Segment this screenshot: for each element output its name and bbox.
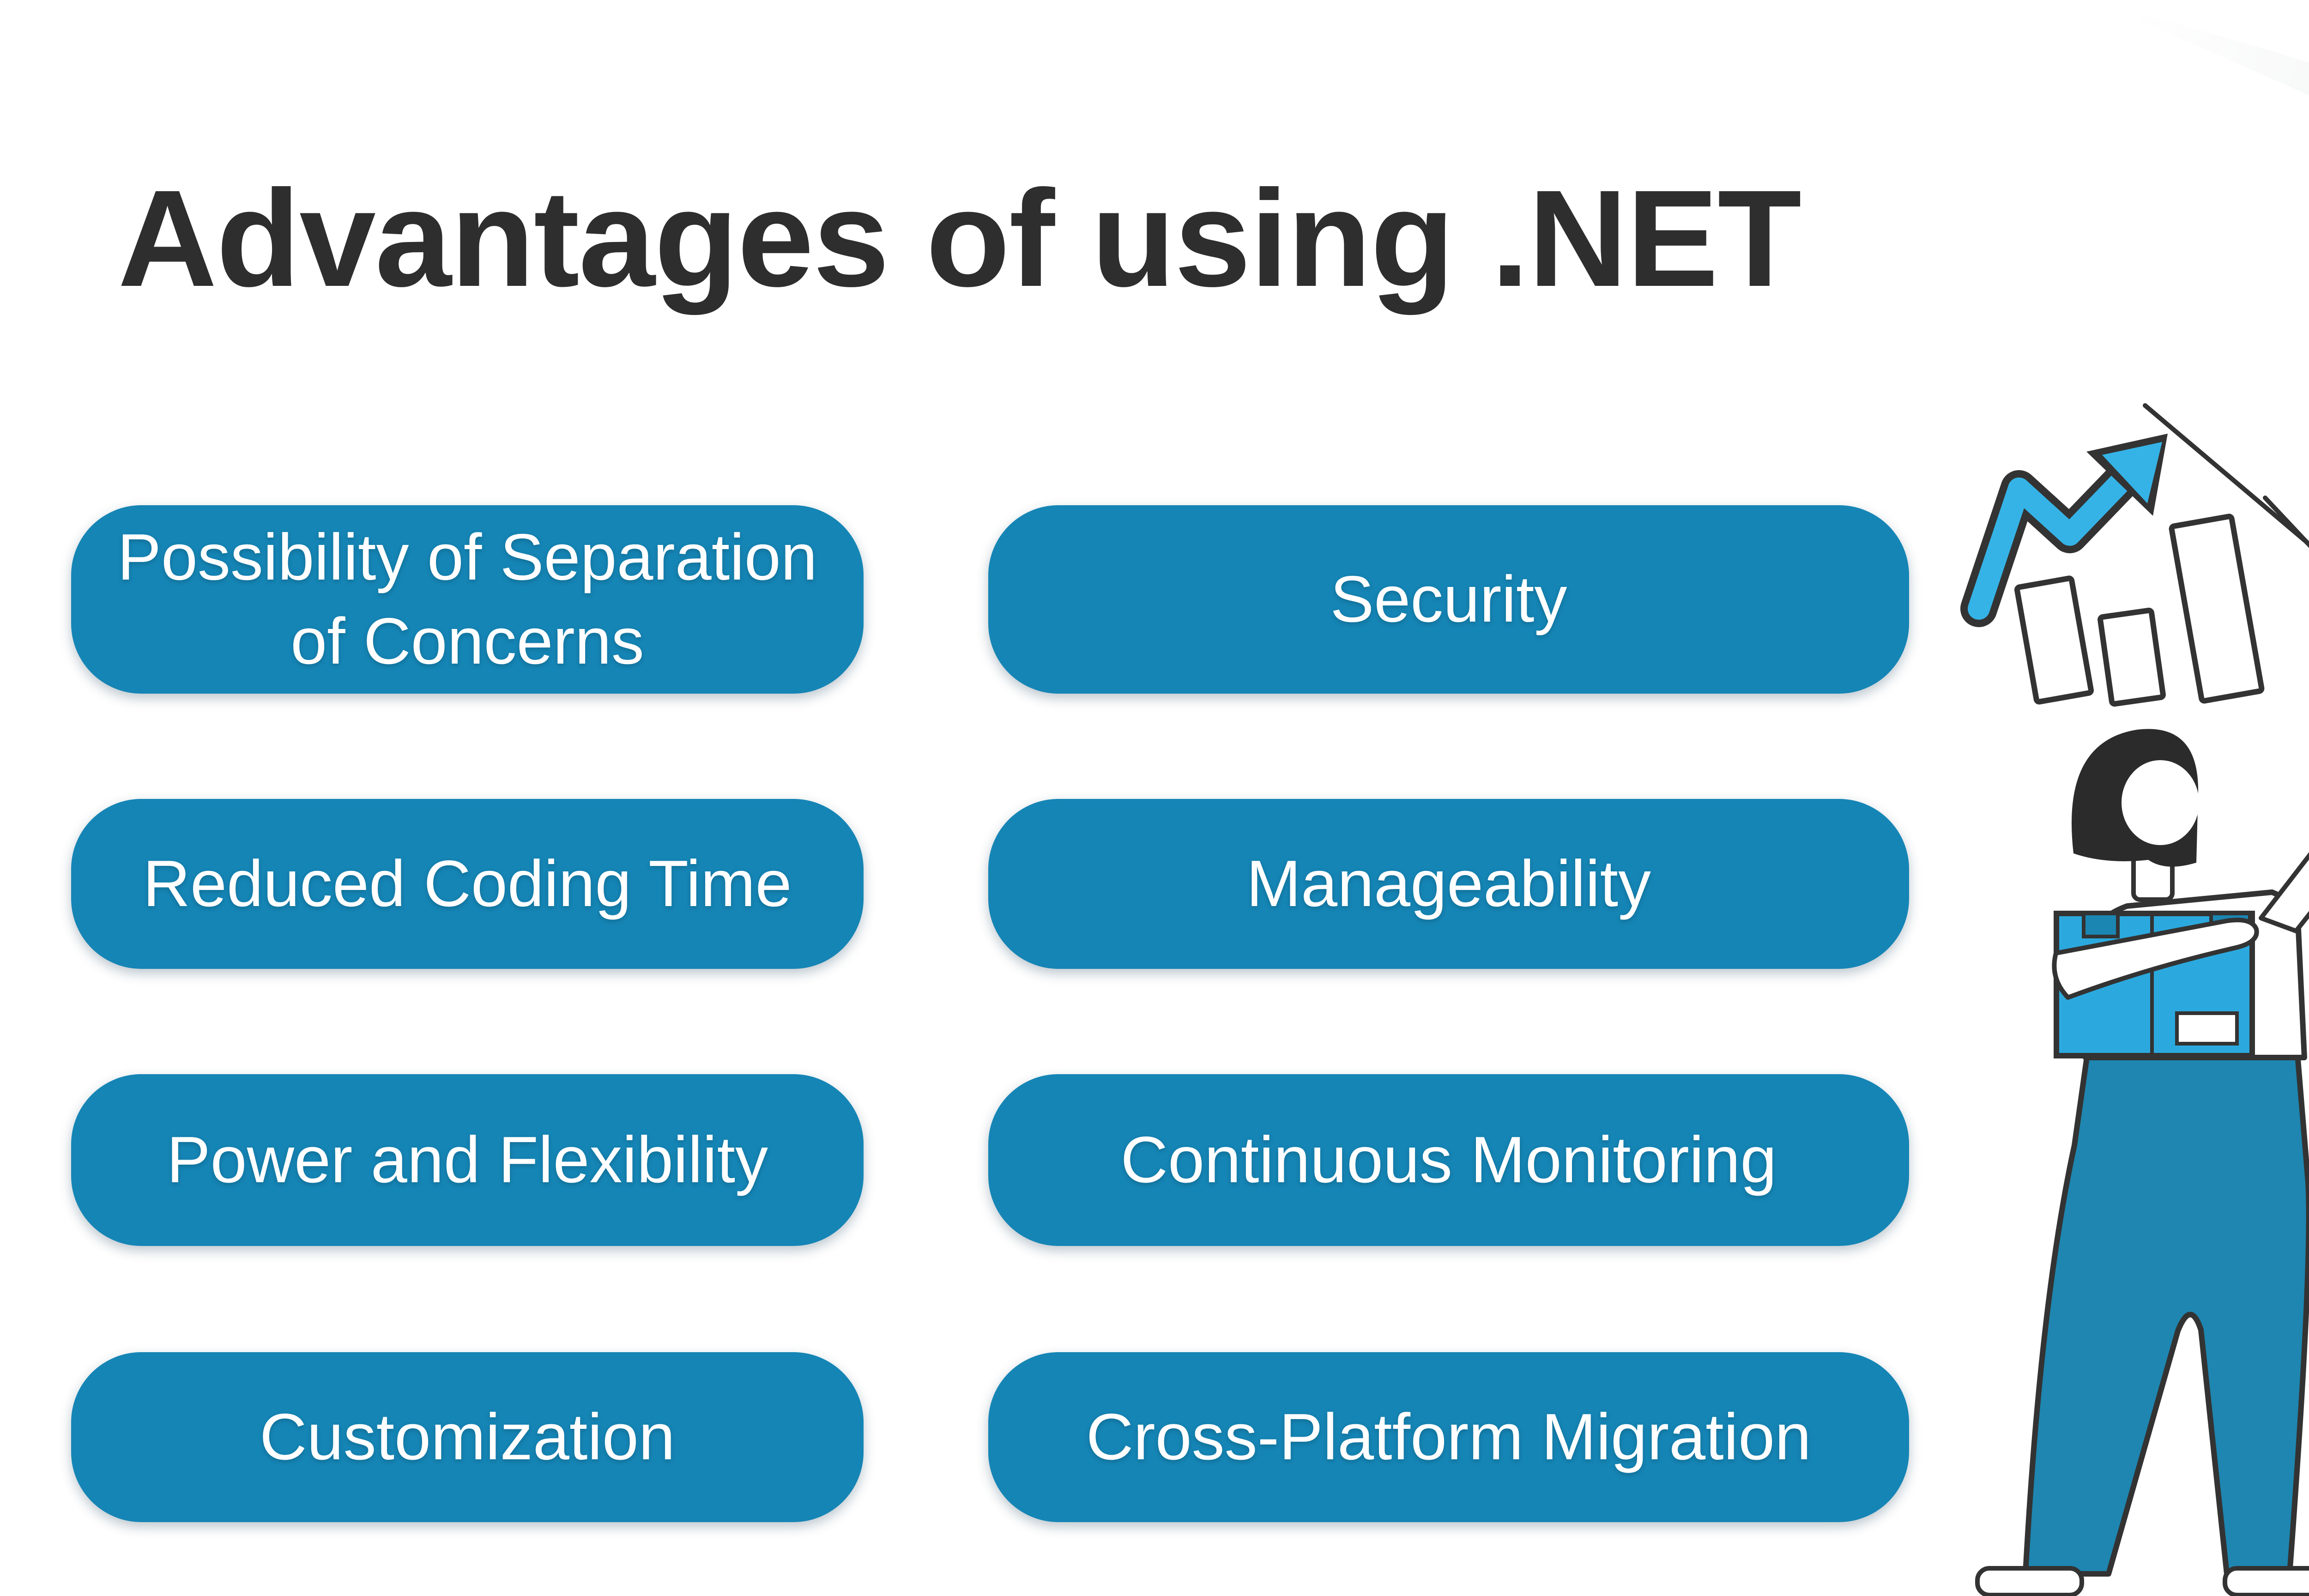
bar-chart-icon [2014, 514, 2265, 707]
page-curl-decoration [2091, 0, 2309, 96]
advantage-pill-power-flexibility: Power and Flexibility [71, 1074, 864, 1246]
growth-arrow-icon [1960, 434, 2168, 627]
advantage-pill-cross-platform-migration: Cross-Platform Migration [988, 1352, 1909, 1522]
advantage-pill-security: Security [988, 505, 1909, 694]
advantage-pill-separation-of-concerns: Possibility of Separation of Concerns [71, 505, 864, 694]
advantage-pill-reduced-coding-time: Reduced Coding Time [71, 799, 864, 969]
advantage-pill-manageability: Manageability [988, 799, 1909, 969]
advantage-pill-customization: Customization [71, 1352, 864, 1522]
page-title: Advantages of using .NET [118, 162, 1801, 315]
advantage-pill-continuous-monitoring: Continuous Monitoring [988, 1074, 1909, 1246]
woman-with-box-figure [1975, 729, 2309, 1596]
light-rays-icon [2143, 403, 2309, 548]
